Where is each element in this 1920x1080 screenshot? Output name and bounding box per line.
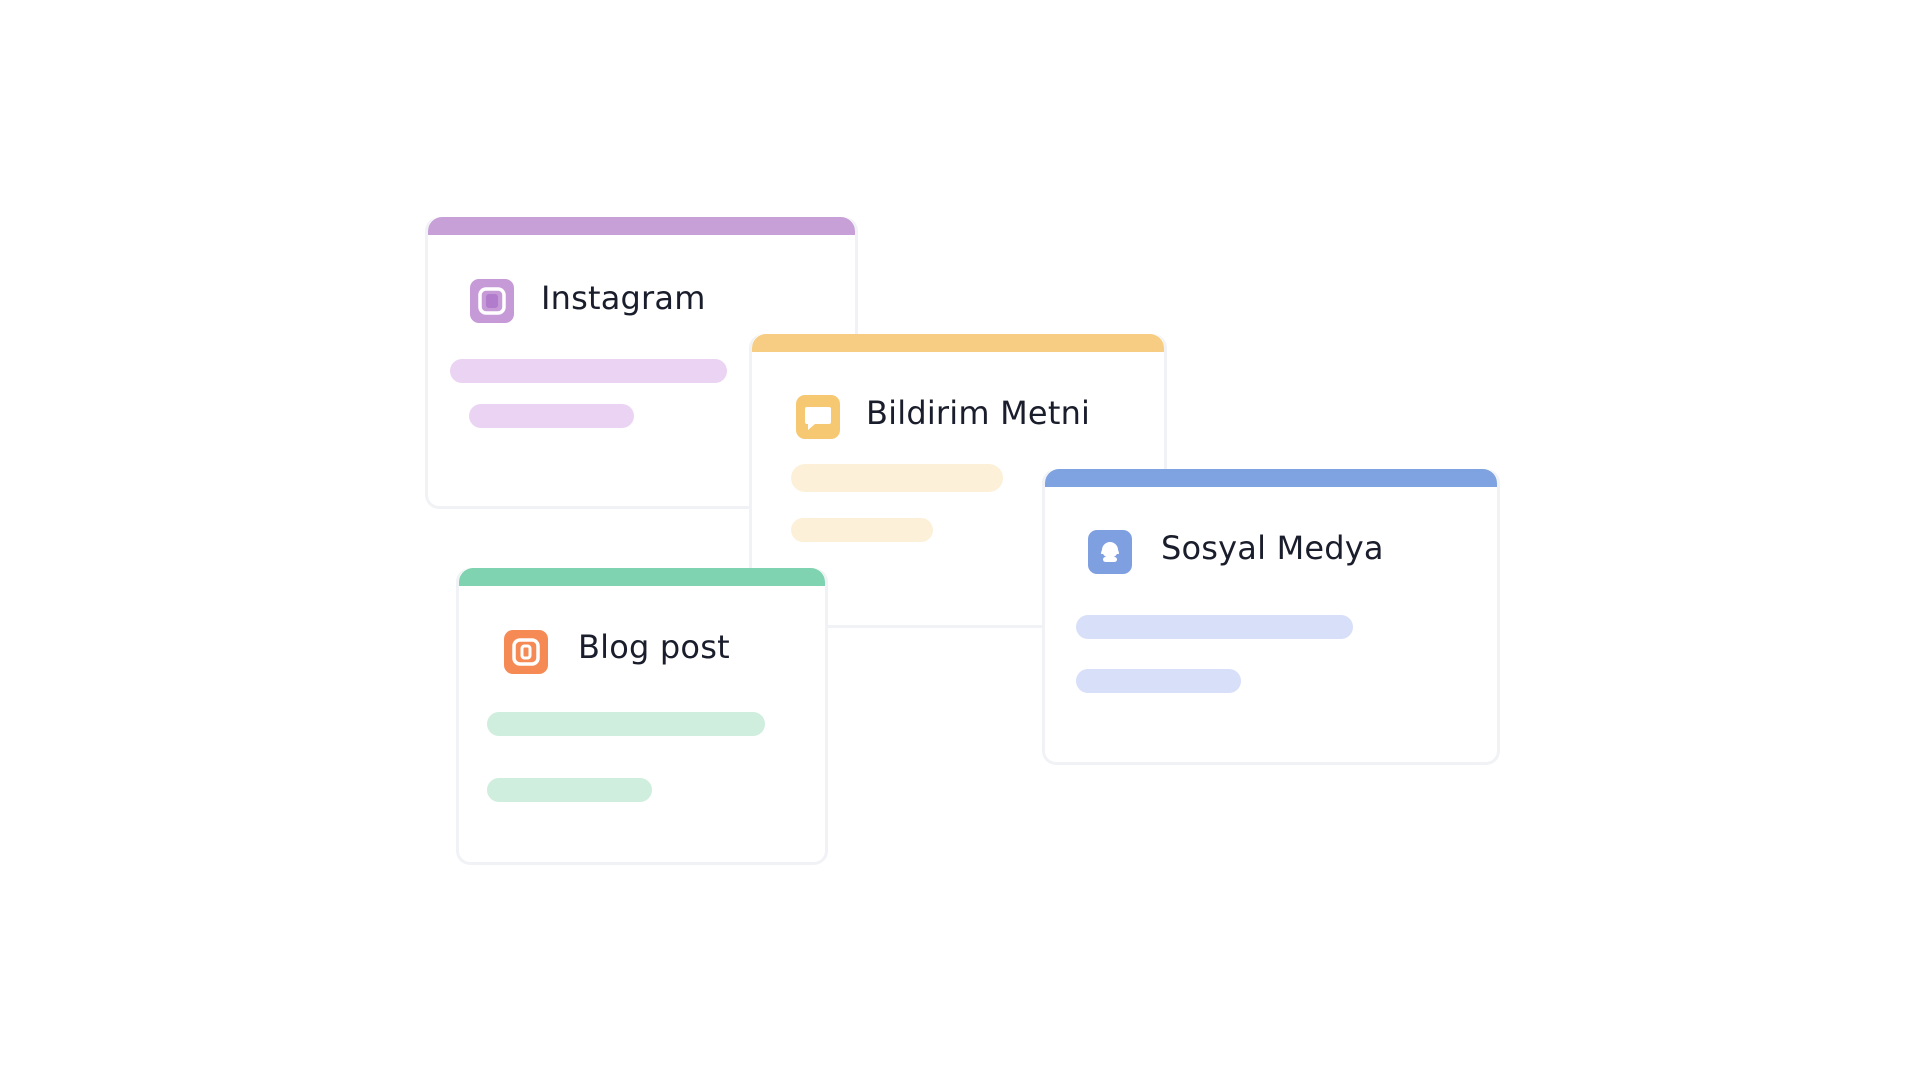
placeholder-line <box>1076 615 1353 639</box>
chat-bubble-icon <box>796 395 840 439</box>
card-blog-post[interactable]: Blog post <box>456 568 828 865</box>
placeholder-line <box>791 464 1003 492</box>
user-icon <box>1088 530 1132 574</box>
card-accent-bar <box>1045 469 1497 487</box>
card-title: Instagram <box>541 279 706 317</box>
card-title: Sosyal Medya <box>1161 529 1384 567</box>
card-title: Blog post <box>578 628 730 666</box>
card-accent-bar <box>752 334 1164 352</box>
placeholder-line <box>450 359 727 383</box>
card-title: Bildirim Metni <box>866 394 1091 432</box>
placeholder-line <box>487 712 765 736</box>
placeholder-line <box>1076 669 1241 693</box>
instagram-icon <box>470 279 514 323</box>
card-accent-bar <box>428 217 855 235</box>
card-sosyal-medya[interactable]: Sosyal Medya <box>1042 469 1500 765</box>
card-accent-bar <box>459 568 825 586</box>
blog-icon <box>504 630 548 674</box>
placeholder-line <box>487 778 652 802</box>
placeholder-line <box>469 404 634 428</box>
placeholder-line <box>791 518 933 542</box>
